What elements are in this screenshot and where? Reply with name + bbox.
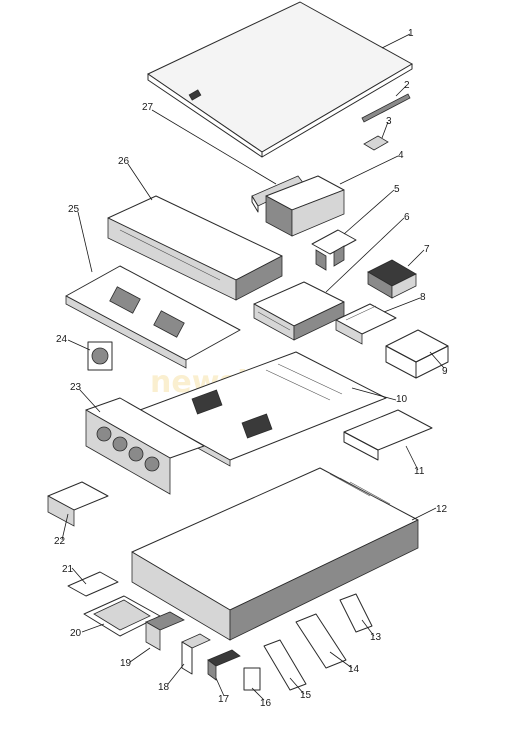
part-26-air-duct bbox=[107, 195, 283, 301]
callout-6: 6 bbox=[404, 212, 410, 223]
part-24-fan bbox=[87, 341, 113, 371]
callout-20: 20 bbox=[70, 628, 82, 639]
callout-23: 23 bbox=[70, 382, 82, 393]
callout-9: 9 bbox=[442, 366, 448, 377]
callout-7: 7 bbox=[424, 244, 430, 255]
part-16-drive-tray bbox=[243, 667, 261, 691]
callout-8: 8 bbox=[420, 292, 426, 303]
leader-lines bbox=[61, 33, 445, 701]
part-7-heatsink bbox=[367, 259, 417, 299]
part-2-latch-strip bbox=[361, 93, 411, 123]
callout-14: 14 bbox=[348, 664, 360, 675]
callout-labels: 1 2 3 4 5 6 7 8 9 10 11 12 13 14 15 16 1… bbox=[54, 28, 448, 709]
callout-26: 26 bbox=[118, 156, 130, 167]
callout-1: 1 bbox=[408, 28, 414, 39]
callout-18: 18 bbox=[158, 682, 170, 693]
callout-2: 2 bbox=[404, 80, 410, 91]
callout-4: 4 bbox=[398, 150, 404, 161]
part-17-hard-drive bbox=[207, 649, 241, 681]
part-23-fan-cage bbox=[85, 397, 205, 495]
part-22-drive-cage bbox=[47, 481, 109, 527]
part-11-riser-bracket bbox=[343, 409, 433, 461]
part-20-bezel bbox=[83, 595, 161, 637]
callout-11: 11 bbox=[414, 466, 425, 477]
part-14-backplane bbox=[295, 613, 347, 669]
callout-13: 13 bbox=[370, 632, 382, 643]
part-25-processor-tray bbox=[65, 265, 241, 369]
part-1-top-cover bbox=[146, 1, 414, 158]
part-4-psu-filler bbox=[265, 175, 345, 237]
callout-19: 19 bbox=[120, 658, 132, 669]
callout-5: 5 bbox=[394, 184, 400, 195]
part-15-sas-backplane bbox=[263, 639, 307, 691]
callout-3: 3 bbox=[386, 116, 392, 127]
part-21-optical-drive bbox=[67, 571, 119, 597]
callout-15: 15 bbox=[300, 690, 312, 701]
callout-25: 25 bbox=[68, 204, 80, 215]
callout-27: 27 bbox=[142, 102, 154, 113]
part-18-drive-blank bbox=[181, 633, 211, 675]
callout-21: 21 bbox=[62, 564, 74, 575]
callout-10: 10 bbox=[396, 394, 408, 405]
callout-17: 17 bbox=[218, 694, 230, 705]
part-5-bracket bbox=[311, 229, 357, 271]
callout-22: 22 bbox=[54, 536, 66, 547]
part-3-clip bbox=[363, 135, 389, 151]
part-19-backplane bbox=[145, 611, 185, 651]
callout-24: 24 bbox=[56, 334, 68, 345]
part-12-chassis bbox=[131, 467, 419, 641]
callout-16: 16 bbox=[260, 698, 272, 709]
part-6-power-supply bbox=[253, 281, 345, 341]
callout-12: 12 bbox=[436, 504, 448, 515]
part-9-riser-cage bbox=[385, 329, 449, 379]
part-8-riser-card bbox=[335, 303, 397, 345]
